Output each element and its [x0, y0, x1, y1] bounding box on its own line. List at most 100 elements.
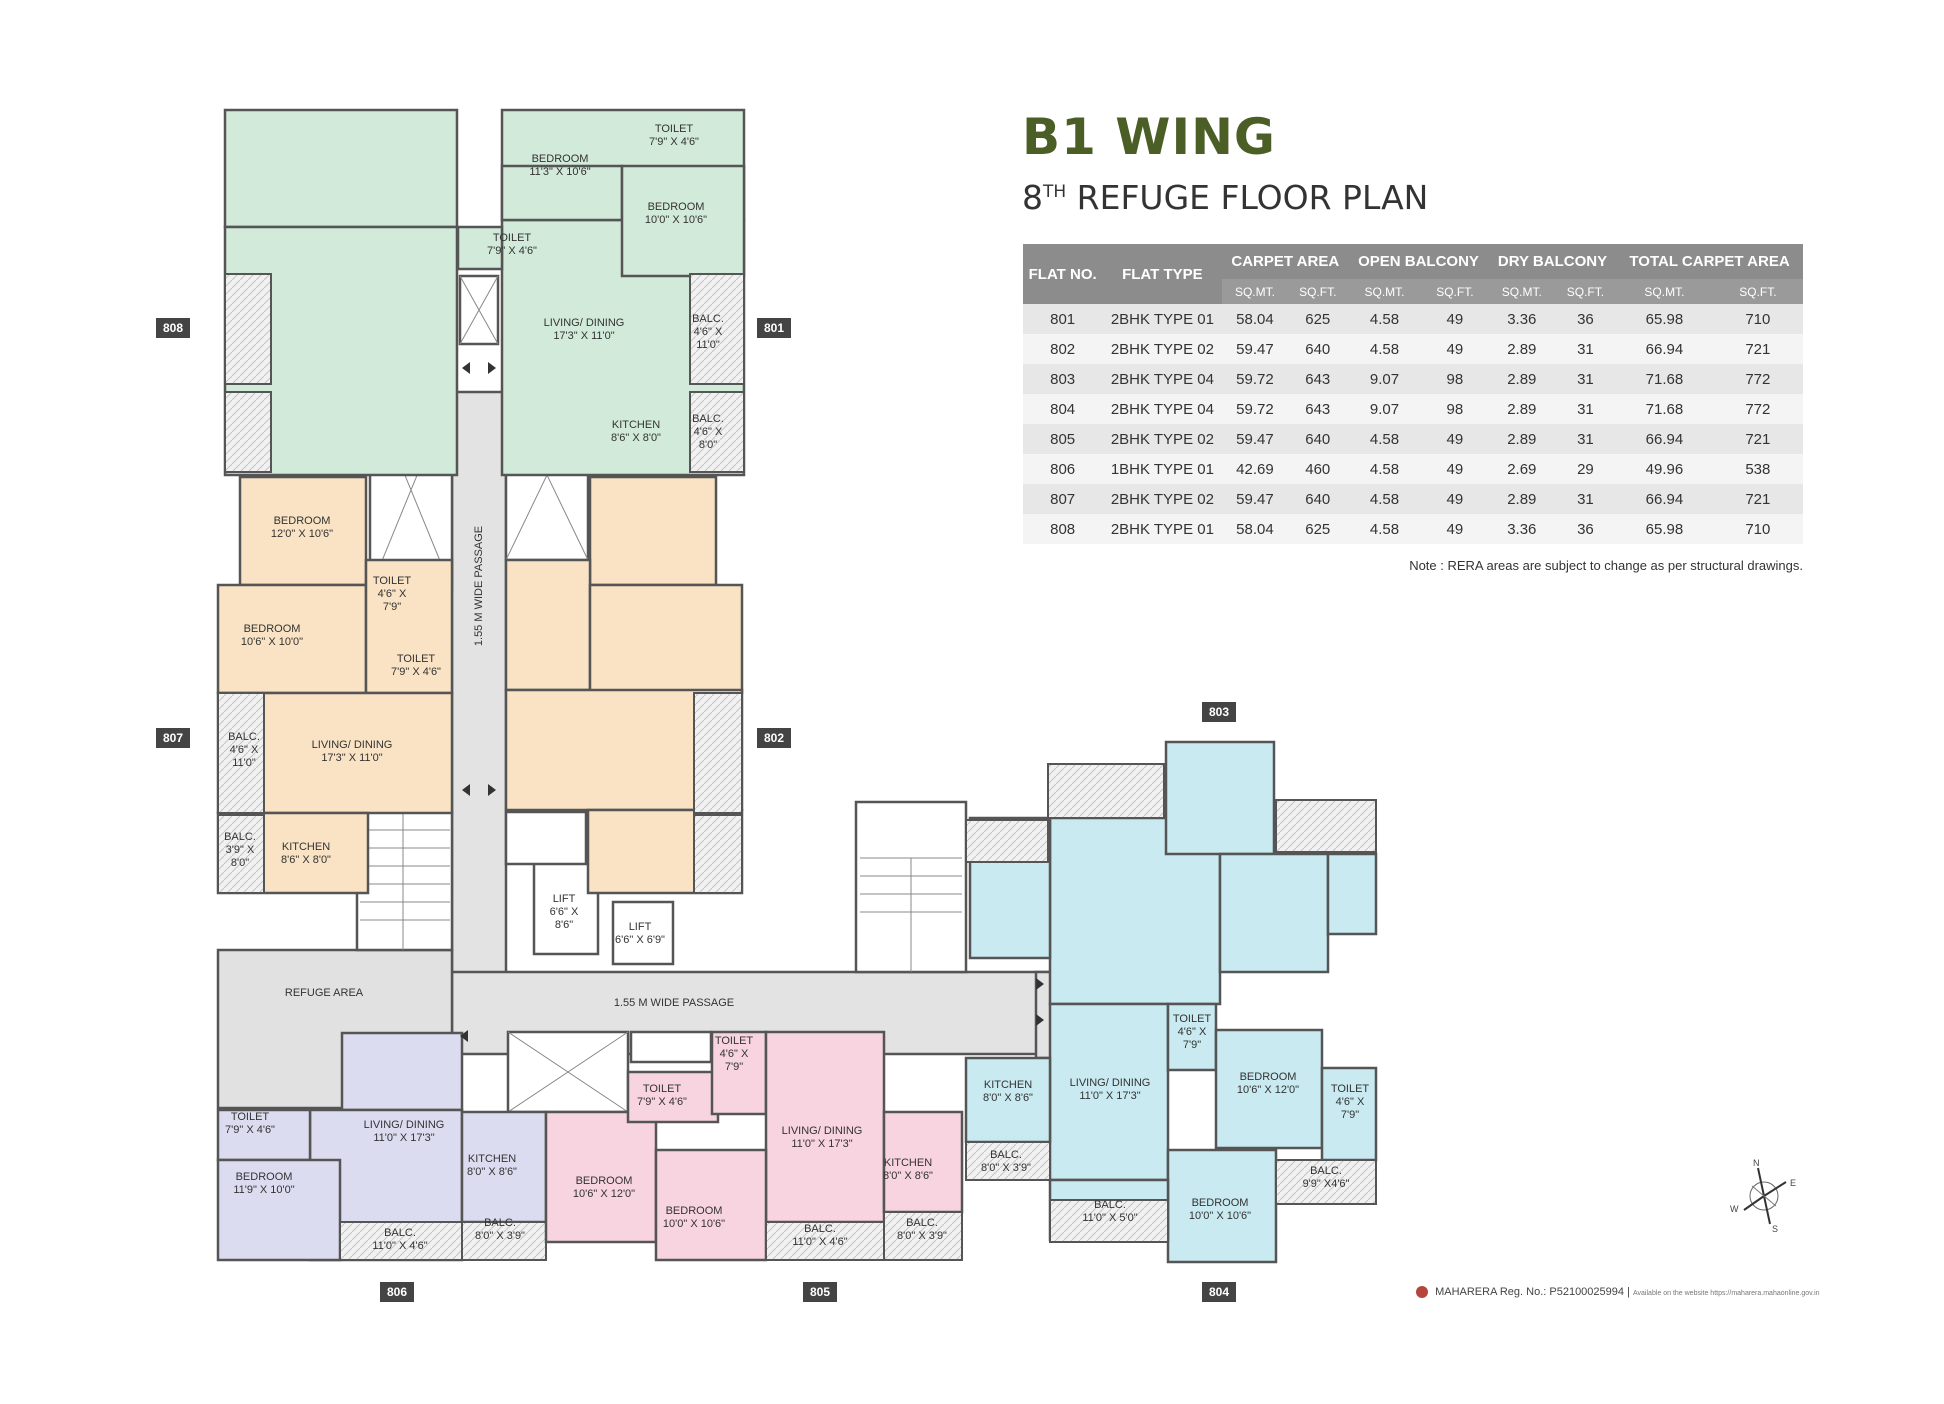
compass-s: S [1772, 1224, 1778, 1234]
col-dry-balcony: DRY BALCONY [1488, 244, 1617, 279]
room-label-line: BEDROOM [576, 1175, 633, 1187]
table-cell: 4.58 [1348, 424, 1421, 454]
table-cell: 4.58 [1348, 514, 1421, 544]
room-label-line: TOILET [1173, 1013, 1212, 1025]
vertical-passage [450, 390, 508, 979]
tag-801-label: 801 [764, 321, 784, 335]
flat-803-804-balconies [965, 763, 1377, 1243]
room-label-line: BALC. [990, 1149, 1022, 1161]
flat-801-balconies [224, 273, 745, 473]
footer: MAHARERA Reg. No.: P52100025994 | Availa… [1416, 1286, 1820, 1299]
table-cell: 3.36 [1488, 304, 1555, 334]
room-806-balcony-1: BALC.11'0" X 4'6" [372, 1227, 427, 1252]
room-label-line: 10'6" X 12'0" [573, 1188, 635, 1200]
table-cell: 59.72 [1222, 394, 1288, 424]
passage-label-vertical: 1.55 M WIDE PASSAGE [473, 526, 485, 646]
table-cell: 36 [1554, 514, 1617, 544]
room-label-line: 7'9" [1341, 1109, 1359, 1121]
room-label-line: 4'6" X [378, 588, 407, 600]
table-cell: 710 [1712, 514, 1803, 544]
table-cell: 643 [1287, 364, 1349, 394]
table-cell: 98 [1420, 394, 1489, 424]
table-cell: 460 [1287, 454, 1349, 484]
table-cell: 31 [1554, 364, 1617, 394]
room-label-line: 8'0" X 3'9" [981, 1162, 1031, 1174]
passage-arrows [460, 362, 1044, 1042]
table-cell: 721 [1712, 424, 1803, 454]
room-label-line: 7'9" X 4'6" [649, 136, 699, 148]
compass-e: E [1790, 1178, 1796, 1188]
room-label-line: 12'0" X 10'6" [271, 528, 333, 540]
table-cell: 9.07 [1348, 364, 1421, 394]
table-cell: 807 [1023, 484, 1103, 514]
room-label-line: BEDROOM [1192, 1197, 1249, 1209]
room-label-line: 7'9" X 4'6" [487, 245, 537, 257]
flat-tags: 808 801 807 802 803 806 805 804 [156, 318, 1236, 1302]
room-label-line: 8'0" X 8'6" [983, 1092, 1033, 1104]
table-cell: 625 [1287, 304, 1349, 334]
compass-w: W [1730, 1204, 1739, 1214]
duct-mid [504, 810, 588, 866]
room-label-line: 4'6" X [230, 744, 259, 756]
table-cell: 59.47 [1222, 334, 1288, 364]
room-label-line: 9'9" X4'6" [1303, 1178, 1350, 1190]
room-label-line: 8'6" X 8'0" [611, 432, 661, 444]
tag-804-label: 804 [1209, 1285, 1229, 1299]
room-label-line: BEDROOM [274, 515, 331, 527]
room-label-line: 11'0" X 17'3" [373, 1132, 434, 1144]
room-label-line: BALC. [224, 831, 256, 843]
room-label-line: 4'6" X [694, 426, 723, 438]
room-label-line: 7'9" X 4'6" [391, 666, 441, 678]
room-label-line: 10'0" X 10'6" [1189, 1210, 1251, 1222]
duct-south-2 [629, 1030, 713, 1064]
col-flat-no: FLAT NO. [1023, 244, 1103, 304]
table-cell: 2.89 [1488, 334, 1555, 364]
rera-note: Note : RERA areas are subject to change … [1409, 558, 1803, 573]
room-label-line: LIVING/ DINING [782, 1125, 863, 1137]
table-cell: 59.47 [1222, 484, 1288, 514]
room-label-line: 11'9" X 10'0" [233, 1184, 294, 1196]
table-cell: 49.96 [1616, 454, 1713, 484]
unit-sqft: SQ.FT. [1712, 279, 1803, 304]
tag-803-label: 803 [1209, 705, 1229, 719]
room-804-balcony-1: BALC.8'0" X 3'9" [981, 1149, 1031, 1174]
room-label-line: LIVING/ DINING [544, 317, 625, 329]
col-total-carpet-area: TOTAL CARPET AREA [1616, 244, 1803, 279]
unit-sqmt: SQ.MT. [1222, 279, 1288, 304]
room-label-line: 8'0" [699, 439, 717, 451]
room-label-line: 8'0" X 3'9" [897, 1230, 947, 1242]
table-cell: 808 [1023, 514, 1103, 544]
page-subtitle: 8TH REFUGE FLOOR PLAN [1022, 178, 1428, 217]
lift-2 [611, 900, 675, 966]
table-cell: 49 [1420, 424, 1489, 454]
table-cell: 640 [1287, 424, 1349, 454]
table-cell: 772 [1712, 364, 1803, 394]
table-cell: 538 [1712, 454, 1803, 484]
tag-808: 808 [156, 318, 190, 338]
room-label-line: 8'6" X 8'0" [281, 854, 331, 866]
flat-805-balconies [765, 1211, 963, 1261]
table-cell: 31 [1554, 394, 1617, 424]
table-cell: 772 [1712, 394, 1803, 424]
table-cell: 1BHK TYPE 01 [1102, 454, 1223, 484]
table-cell: 803 [1023, 364, 1103, 394]
room-label-line: BEDROOM [648, 201, 705, 213]
room-805-balcony-1: BALC.11'0" X 4'6" [792, 1223, 847, 1248]
table-cell: 42.69 [1222, 454, 1288, 484]
